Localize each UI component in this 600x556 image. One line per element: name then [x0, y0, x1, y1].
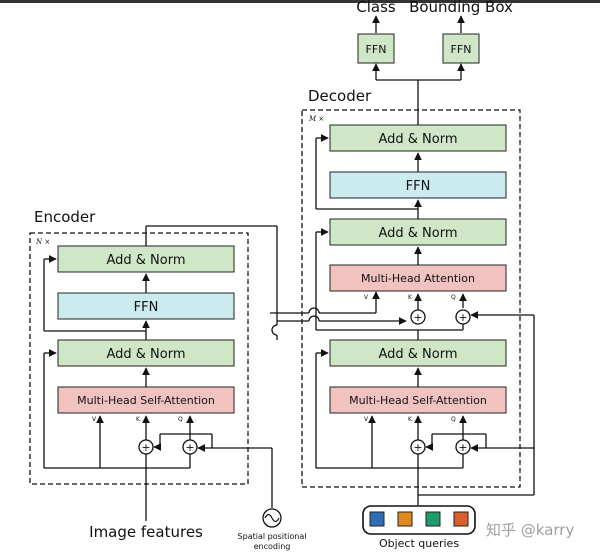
decoder-k-label: K [408, 416, 413, 423]
class-head-title: Class [356, 0, 396, 16]
encoder-q-label: Q [178, 416, 183, 423]
encoder-title: Encoder [34, 208, 96, 226]
decoder-add-circles: + + + + [410, 309, 471, 455]
encoder-add-norm-bottom: Add & Norm [57, 339, 235, 367]
decoder-self-attention: Multi-Head Self-Attention [329, 386, 507, 414]
object-query-token-3 [425, 511, 441, 527]
decoder-cross-v-label: V [364, 294, 369, 301]
decoder-cross-attention: Multi-Head Attention [329, 264, 507, 292]
decoder-repeat-label: M × [308, 115, 324, 123]
object-query-token-1 [369, 511, 385, 527]
svg-text:+: + [458, 441, 467, 454]
decoder-add-norm-mid-label: Add & Norm [378, 226, 457, 241]
image-features-label: Image features [89, 523, 203, 541]
decoder-add-norm-top-label: Add & Norm [378, 132, 457, 147]
object-queries-box [362, 505, 476, 535]
encoder-add-circles: + + [138, 439, 198, 455]
decoder-q-label: Q [451, 416, 456, 423]
encoder-v-label: V [92, 416, 97, 423]
svg-text:+: + [458, 311, 467, 324]
decoder-add-norm-top: Add & Norm [329, 124, 507, 152]
decoder-ffn-label: FFN [406, 179, 431, 194]
object-query-token-4 [453, 511, 469, 527]
class-ffn-label: FFN [366, 43, 387, 56]
encoder-k-label: K [136, 416, 141, 423]
spatial-encoding-label-line1: Spatial positional [238, 532, 307, 541]
class-ffn: FFN [357, 33, 395, 64]
decoder-cross-q-label: Q [451, 294, 456, 301]
encoder-ffn: FFN [57, 292, 235, 320]
svg-text:+: + [413, 441, 422, 454]
top-edge-strip [0, 0, 600, 3]
encoder-self-attention-label: Multi-Head Self-Attention [77, 394, 215, 407]
encoder-connections [43, 225, 407, 521]
box-ffn-label: FFN [451, 43, 472, 56]
decoder-connections [315, 63, 535, 505]
svg-text:+: + [141, 441, 150, 454]
box-ffn: FFN [442, 33, 480, 64]
decoder-cross-k-label: K [408, 294, 413, 301]
decoder-self-attention-label: Multi-Head Self-Attention [349, 394, 487, 407]
decoder-title: Decoder [308, 87, 372, 105]
object-query-token-2 [397, 511, 413, 527]
encoder-repeat-label: N × [35, 238, 50, 246]
encoder-add-norm-top-label: Add & Norm [106, 253, 185, 268]
decoder-ffn: FFN [329, 171, 507, 199]
spatial-encoding-label-line2: encoding [254, 542, 291, 551]
encoder-layer-box [29, 232, 249, 485]
object-queries-label: Object queries [379, 537, 459, 550]
watermark-text: 知乎 @karry [486, 521, 574, 539]
decoder-add-norm-bottom: Add & Norm [329, 339, 507, 367]
decoder-v-label: V [364, 416, 369, 423]
encoder-add-norm-bottom-label: Add & Norm [106, 347, 185, 362]
encoder-self-attention: Multi-Head Self-Attention [57, 386, 235, 414]
decoder-cross-attention-label: Multi-Head Attention [361, 272, 475, 285]
positional-encoding-icon [262, 508, 282, 528]
decoder-add-norm-bottom-label: Add & Norm [378, 347, 457, 362]
encoder-ffn-label: FFN [134, 300, 159, 315]
decoder-add-norm-mid: Add & Norm [329, 218, 507, 246]
box-head-title: Bounding Box [409, 0, 513, 16]
encoder-add-norm-top: Add & Norm [57, 245, 235, 273]
decoder-layer-box [301, 109, 521, 488]
svg-text:+: + [185, 441, 194, 454]
svg-text:+: + [413, 311, 422, 324]
